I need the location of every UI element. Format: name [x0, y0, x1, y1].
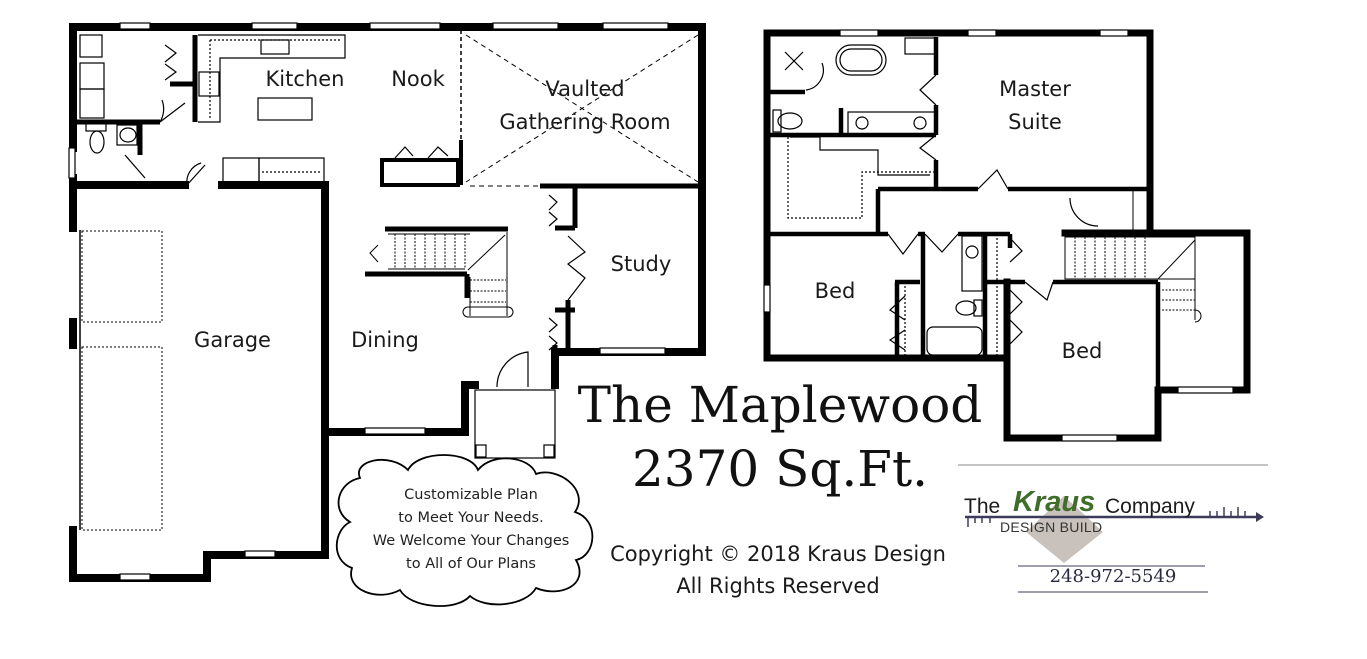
room-label-garage: Garage [194, 328, 271, 352]
logo-company: Company [1105, 495, 1195, 518]
callout-line-1: Customizable Plan [404, 487, 538, 503]
room-label-kitchen: Kitchen [265, 67, 345, 91]
plan-square-footage: 2370 Sq.Ft. [632, 440, 928, 498]
kraus-company-logo: The Kraus Company DESIGN BUILD 248-972-5… [958, 462, 1270, 602]
callout-line-3: We Welcome Your Changes [372, 533, 570, 549]
logo-artwork [958, 464, 1268, 593]
logo-kraus: Kraus [1013, 486, 1096, 518]
logo-the: The [964, 495, 1001, 518]
phone-number: 248-972-5549 [1049, 566, 1177, 587]
copyright-block: Copyright © 2018 Kraus Design All Rights… [590, 538, 966, 602]
second-floor [763, 29, 1251, 442]
room-label-gathering-line1: Vaulted [545, 77, 625, 101]
room-label-dining: Dining [351, 328, 419, 352]
customizable-plan-callout: Customizable Plan to Meet Your Needs. We… [346, 484, 596, 576]
room-label-bed-2: Bed [1061, 339, 1103, 363]
room-label-study: Study [610, 252, 672, 276]
copyright-line-1: Copyright © 2018 Kraus Design [610, 542, 946, 566]
copyright-line-2: All Rights Reserved [676, 574, 880, 598]
room-label-nook: Nook [391, 67, 445, 91]
room-label-gathering-line2: Gathering Room [499, 110, 671, 134]
logo-design-build: DESIGN BUILD [1000, 519, 1103, 535]
room-label-master-line1: Master [999, 77, 1071, 101]
cloud-outline [335, 454, 594, 607]
room-label-master-line2: Suite [1008, 110, 1062, 134]
callout-line-2: to Meet Your Needs. [398, 510, 544, 526]
callout-line-4: to All of Our Plans [406, 556, 536, 572]
first-floor [68, 22, 706, 582]
plan-title: The Maplewood [577, 376, 983, 434]
room-label-bed-1: Bed [814, 279, 856, 303]
